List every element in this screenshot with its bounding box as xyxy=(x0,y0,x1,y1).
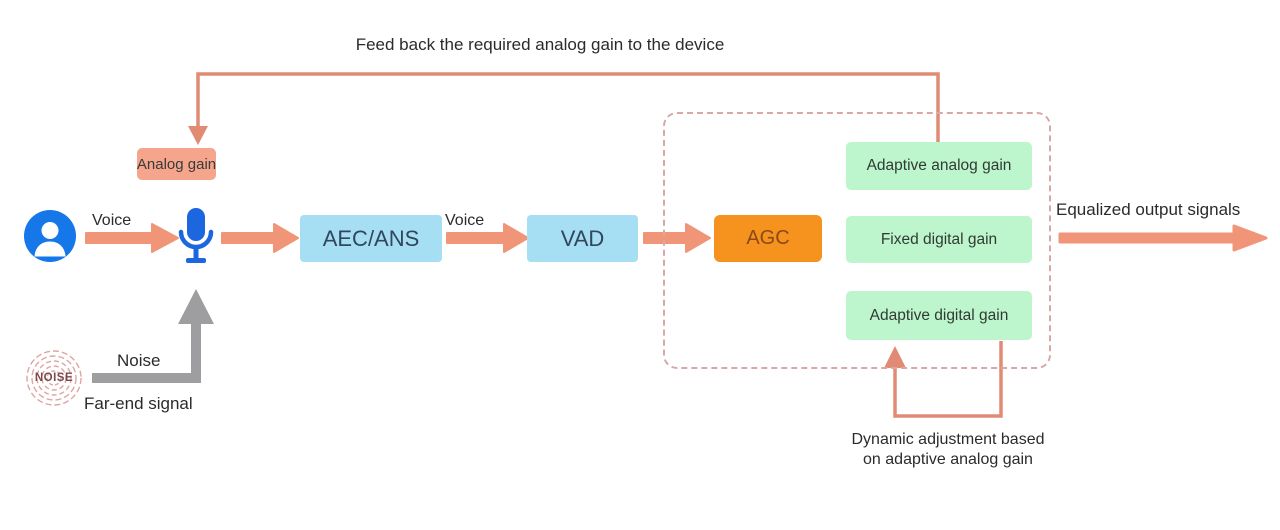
noise-source-icon xyxy=(26,350,82,406)
noise-label: Noise xyxy=(117,351,161,370)
feedback-top-label: Feed back the required analog gain to th… xyxy=(355,35,725,54)
dynamic-adjustment-line2: on adaptive analog gain xyxy=(863,451,1033,468)
node-vad: VAD xyxy=(527,215,638,262)
arrowhead-down-icon xyxy=(188,126,208,145)
dynamic-adjustment-line1: Dynamic adjustment based xyxy=(851,431,1045,448)
noise-icon-label: NOISE xyxy=(34,372,74,384)
node-agc: AGC xyxy=(714,215,822,262)
arrowhead-up-icon xyxy=(178,289,214,324)
microphone-icon xyxy=(178,208,214,263)
agc-group-container xyxy=(663,112,1051,369)
far-end-signal-label: Far-end signal xyxy=(84,394,193,413)
arrow-output-icon xyxy=(1058,224,1268,252)
dynamic-adjustment-label: Dynamic adjustment based on adaptive ana… xyxy=(828,430,1068,470)
voice-in-label: Voice xyxy=(92,212,132,229)
node-aec-ans: AEC/ANS xyxy=(300,215,442,262)
voice-mid-label: Voice xyxy=(445,212,485,229)
arrow-mic-to-aec-icon xyxy=(221,223,299,253)
equalized-output-label: Equalized output signals xyxy=(1056,200,1241,219)
node-adaptive-analog-gain: Adaptive analog gain xyxy=(846,142,1032,190)
node-fixed-digital-gain: Fixed digital gain xyxy=(846,216,1032,263)
user-avatar-icon xyxy=(24,210,76,262)
node-adaptive-digital-gain: Adaptive digital gain xyxy=(846,291,1032,340)
node-analog-gain: Analog gain xyxy=(137,148,216,180)
